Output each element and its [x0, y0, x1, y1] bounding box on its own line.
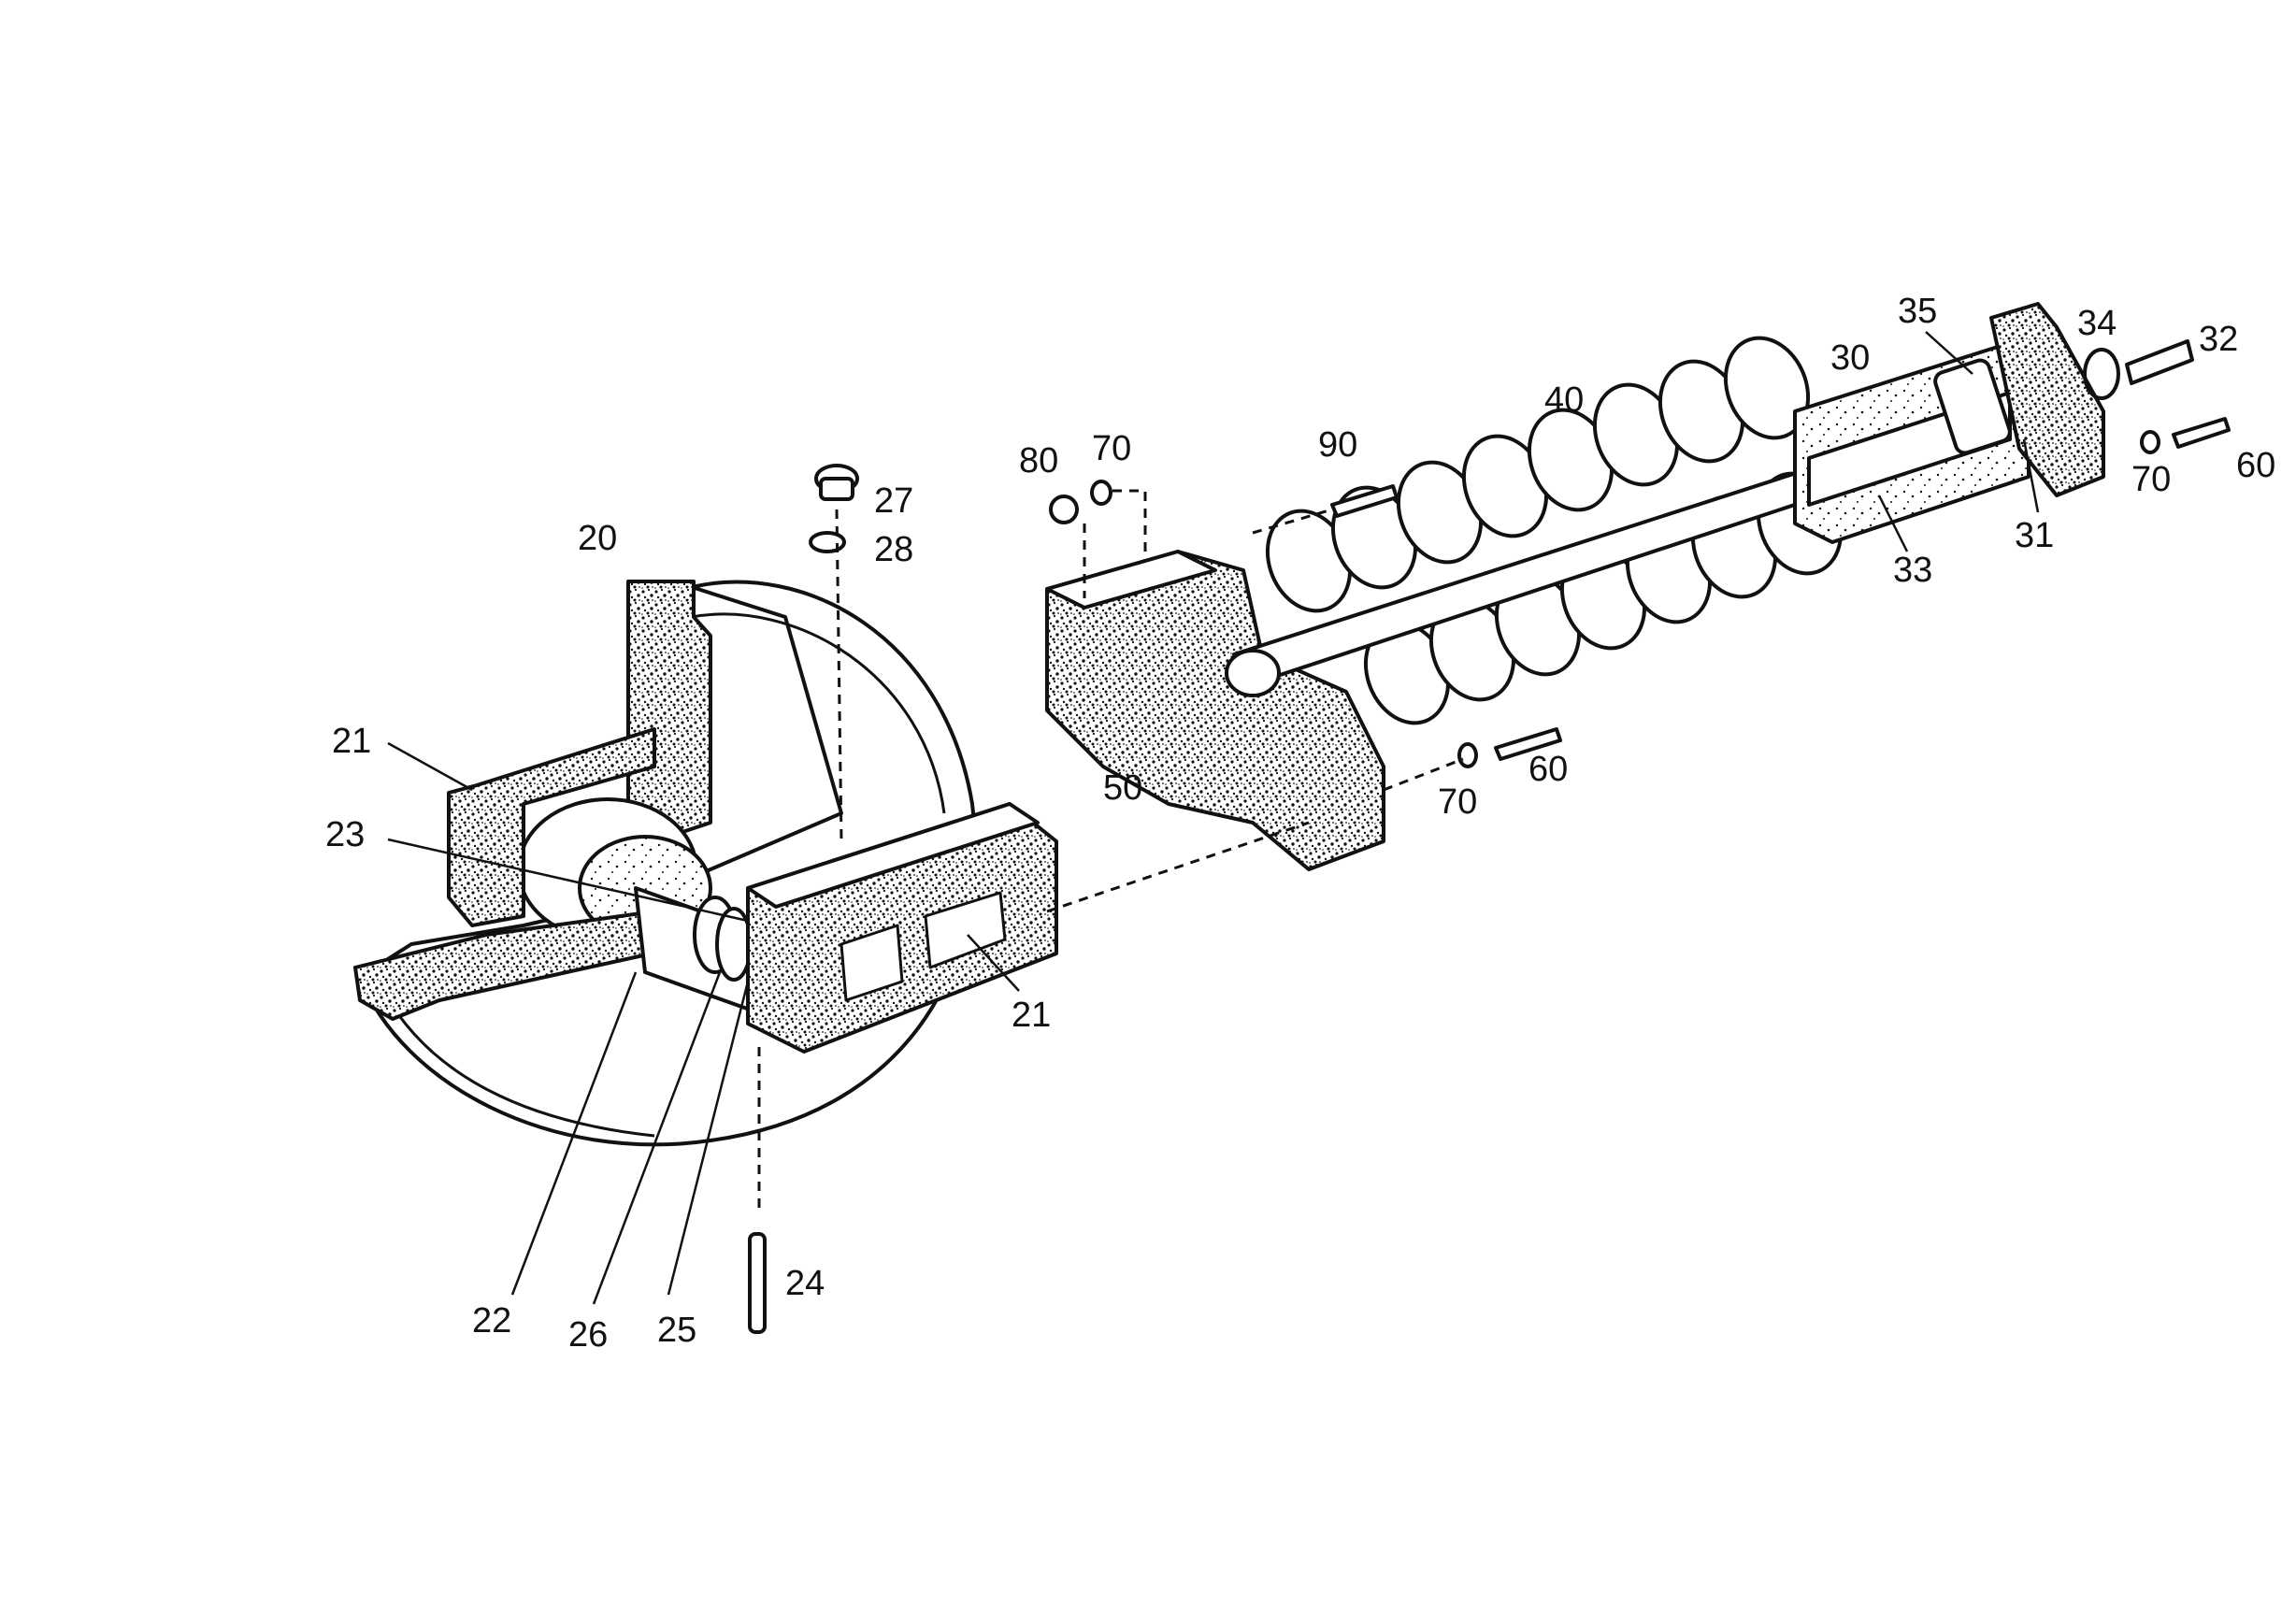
front-support-top	[1045, 550, 1217, 609]
rear-flange	[1989, 302, 2105, 497]
callout-26: 26	[568, 1315, 608, 1355]
rod-nut	[1225, 649, 1281, 697]
leader-35	[1925, 331, 1973, 375]
callout-23: 23	[325, 815, 365, 854]
callout-30: 30	[1830, 338, 1870, 378]
leader-33	[1877, 495, 1909, 552]
wheel-rim-inner	[691, 612, 946, 814]
dash-plug	[835, 509, 843, 842]
left-bracket-section	[447, 727, 656, 927]
dash-bolt-top	[1252, 508, 1333, 535]
piston	[1933, 358, 2012, 455]
bolt-rear	[2172, 417, 2231, 449]
pin	[748, 1232, 767, 1334]
bolt-top	[1330, 484, 1399, 518]
callout-70-middle: 70	[1438, 782, 1477, 822]
callout-33: 33	[1893, 551, 1932, 590]
callout-60-middle: 60	[1528, 750, 1568, 789]
callout-90: 90	[1318, 425, 1357, 465]
callout-28: 28	[874, 530, 913, 569]
plug-body	[819, 477, 854, 501]
leader-25	[667, 981, 750, 1296]
nut	[1049, 495, 1079, 524]
leader-21-left	[387, 741, 473, 792]
recoil-spring-assembly	[1045, 302, 2231, 871]
sealing-ring	[809, 531, 846, 553]
bolt-middle	[1494, 727, 1562, 761]
front-support-block	[1045, 550, 1385, 871]
leader-31	[2022, 438, 2040, 513]
callout-20: 20	[578, 519, 617, 558]
callout-25: 25	[657, 1311, 696, 1350]
leader-21-right	[967, 934, 1020, 992]
callouts: 20 21 23 21 22 26 25 24 27 28 80 70 90 4…	[325, 292, 2275, 1355]
leader-22	[510, 971, 638, 1296]
bracket-window-1	[839, 924, 904, 1002]
callout-34: 34	[2077, 304, 2117, 343]
callout-32: 32	[2199, 320, 2238, 359]
callout-35: 35	[1898, 292, 1937, 331]
bracket-window-2	[924, 891, 1007, 969]
callout-80: 80	[1019, 441, 1058, 480]
washer-middle	[1457, 742, 1478, 768]
dash-nut-bracket	[1083, 489, 1147, 598]
callout-70-rear: 70	[2131, 460, 2171, 499]
callout-21-right: 21	[1012, 996, 1051, 1035]
callout-27: 27	[874, 481, 913, 521]
leader-lines	[387, 331, 2040, 1305]
dash-wheel-to-spring	[1046, 821, 1310, 913]
callout-24: 24	[785, 1264, 825, 1303]
callout-21-left: 21	[332, 722, 371, 761]
leader-23	[387, 838, 749, 923]
lower-rim-section	[353, 910, 675, 1021]
alignment-lines	[757, 489, 1464, 1215]
idler-wheel-assembly	[353, 464, 1058, 1334]
callout-70-top: 70	[1092, 429, 1131, 468]
wheel-rim-edge	[381, 990, 655, 1138]
callout-22: 22	[472, 1301, 511, 1341]
dash-middle-bolt	[1383, 757, 1464, 792]
callout-60-rear: 60	[2236, 446, 2275, 485]
washer-rear	[2140, 430, 2160, 454]
leader-26	[592, 971, 722, 1305]
callout-50: 50	[1103, 768, 1142, 808]
grease-valve	[2125, 339, 2194, 385]
right-bracket-top	[746, 802, 1040, 909]
washer-top	[1090, 480, 1112, 506]
callout-40: 40	[1544, 380, 1584, 420]
callout-31: 31	[2015, 516, 2054, 555]
seal-ring-34	[2083, 348, 2120, 400]
